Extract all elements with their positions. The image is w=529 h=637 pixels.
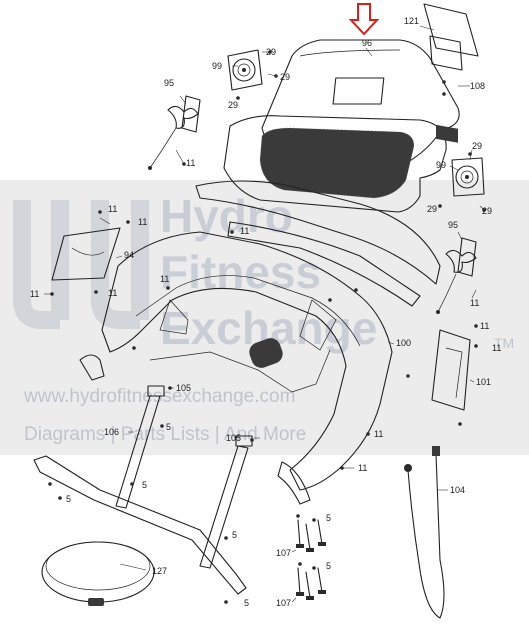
callout-11: 11 [480, 321, 489, 331]
watermark-band [0, 180, 529, 455]
callout-99: 99 [436, 160, 446, 170]
callout-95: 95 [448, 220, 458, 230]
callout-11: 11 [358, 463, 367, 473]
fan-right-part [436, 237, 477, 314]
callout-121: 121 [404, 16, 419, 26]
callout-11: 11 [138, 217, 147, 227]
callout-11: 11 [108, 288, 117, 298]
callout-5: 5 [232, 530, 237, 540]
bolt-set-lower [296, 567, 326, 600]
callout-11: 11 [160, 274, 169, 284]
watermark-line2: Fitness [160, 246, 321, 298]
speaker-top-part [227, 49, 263, 91]
callout-11: 11 [108, 204, 117, 214]
callout-29: 29 [280, 72, 290, 82]
callout-107: 107 [276, 548, 291, 558]
base-frame-part [33, 455, 247, 595]
callout-29: 29 [266, 47, 276, 57]
callout-11: 11 [30, 289, 39, 299]
callout-11: 11 [470, 298, 479, 308]
callout-11: 11 [374, 429, 383, 439]
callout-99: 99 [212, 61, 222, 71]
down-arrow-icon [348, 3, 380, 36]
callout-95: 95 [164, 78, 174, 88]
callout-104: 104 [450, 485, 465, 495]
callout-5: 5 [326, 561, 331, 571]
chest-strap-part [41, 541, 155, 606]
callout-107: 107 [276, 598, 291, 608]
callout-105: 105 [176, 383, 191, 393]
console-cover-part [423, 3, 479, 143]
shroud-left-part [51, 227, 121, 281]
callout-29: 29 [228, 100, 238, 110]
callout-127: 127 [152, 566, 167, 576]
speaker-right-part [451, 157, 485, 197]
callout-11: 11 [492, 343, 501, 353]
callout-5: 5 [326, 513, 331, 523]
motor-hood-part [79, 231, 393, 505]
callout-106: 106 [104, 427, 119, 437]
upright-right-part [199, 435, 253, 569]
callout-5: 5 [166, 422, 171, 432]
console-base-part [223, 115, 447, 213]
callout-105: 105 [226, 433, 241, 443]
watermark-tm: TM [494, 335, 514, 351]
callout-29: 29 [472, 141, 482, 151]
upright-left-part [115, 385, 165, 509]
callout-94: 94 [124, 250, 134, 260]
watermark-line1: Hydro [160, 190, 293, 242]
callout-5: 5 [244, 598, 249, 608]
callout-11: 11 [186, 158, 195, 168]
callout-labels: 96 121 29 29 99 29 108 95 11 29 99 29 29… [30, 16, 501, 608]
callout-96: 96 [362, 38, 372, 48]
callout-5: 5 [66, 494, 71, 504]
screw-markers [48, 50, 486, 604]
callout-108: 108 [470, 81, 485, 91]
callout-29: 29 [482, 206, 492, 216]
bolt-set-upper [296, 519, 326, 552]
callout-29: 29 [427, 204, 437, 214]
fan-left-part [148, 95, 201, 170]
leader-lines [44, 25, 485, 603]
callout-100: 100 [396, 338, 411, 348]
shroud-right-part [431, 329, 471, 411]
wire-harness-part [404, 446, 445, 619]
callout-101: 101 [476, 377, 491, 387]
callout-11: 11 [240, 226, 249, 236]
crossbar-part [195, 180, 441, 307]
callout-5: 5 [142, 480, 147, 490]
watermark-logo [13, 200, 149, 329]
